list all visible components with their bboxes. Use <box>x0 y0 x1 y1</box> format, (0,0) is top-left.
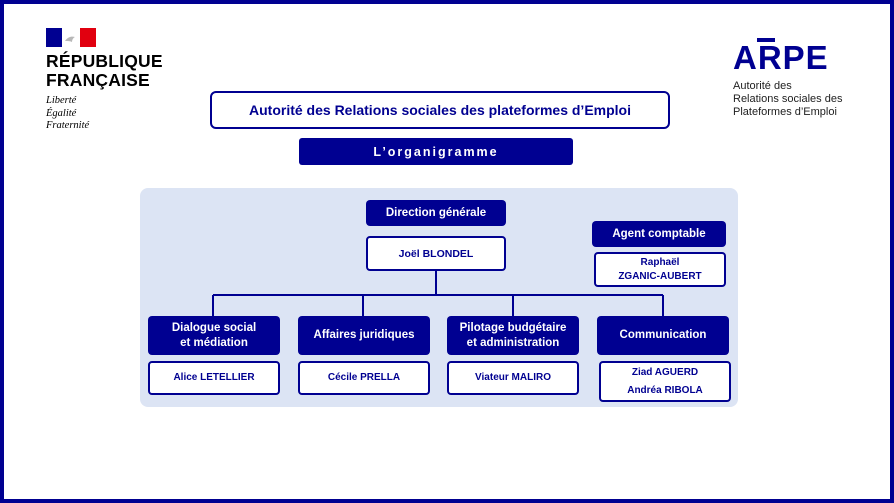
direction-generale-box: Direction générale <box>366 200 506 226</box>
arpe-subtitle-line-3: Plateformes d’Emploi <box>733 106 837 118</box>
arpe-subtitle-line-1: Autorité des <box>733 80 792 92</box>
republic-motto: Liberté Égalité Fraternité <box>46 95 89 133</box>
french-flag-icon <box>46 28 96 47</box>
dept-pilotage-budgetaire-box: Pilotage budgétaire et administration <box>447 316 579 355</box>
dept-3-label-line-2: et administration <box>466 336 560 349</box>
arpe-subtitle: Autorité des Relations sociales des Plat… <box>733 80 842 119</box>
rf-line-2: FRANÇAISE <box>46 70 150 90</box>
agent-person-line-1: Raphaël <box>640 256 680 268</box>
agent-comptable-box: Agent comptable <box>592 221 726 247</box>
dept-dialogue-social-box: Dialogue social et médiation <box>148 316 280 355</box>
motto-fraternite: Fraternité <box>46 120 90 131</box>
dept-4-person-2: Andréa RIBOLA <box>627 384 703 396</box>
dept-1-label-line-2: et médiation <box>180 336 248 349</box>
dept-2-person-box: Cécile PRELLA <box>298 361 430 395</box>
dept-4-person-box: Ziad AGUERD Andréa RIBOLA <box>599 361 731 402</box>
dept-2-person: Cécile PRELLA <box>327 372 401 383</box>
agent-comptable-person-box: Raphaël ZGANIC-AUBERT <box>594 252 726 287</box>
rf-line-1: RÉPUBLIQUE <box>46 51 163 71</box>
direction-person-box: Joël BLONDEL <box>366 236 506 271</box>
arpe-subtitle-line-2: Relations sociales des <box>733 93 843 105</box>
arpe-logo: ARPE Autorité des Relations sociales des… <box>733 38 863 130</box>
motto-egalite: Égalité <box>46 107 77 119</box>
motto-liberte: Liberté <box>46 95 77 106</box>
republique-francaise-logo: RÉPUBLIQUE FRANÇAISE Liberté Égalité Fra… <box>46 28 176 138</box>
arpe-wordmark: ARPE <box>733 39 829 76</box>
organigramme-heading: L’organigramme <box>299 138 573 165</box>
dept-3-person: Viateur MALIRO <box>475 372 551 383</box>
direction-person-name: Joël BLONDEL <box>398 247 474 260</box>
agent-person-line-2: ZGANIC-AUBERT <box>618 270 702 282</box>
arpe-logo-bar <box>757 38 775 42</box>
dept-affaires-juridiques-box: Affaires juridiques <box>298 316 430 355</box>
dept-1-label-line-1: Dialogue social <box>171 321 257 334</box>
dept-3-person-box: Viateur MALIRO <box>447 361 579 395</box>
republique-francaise-title: RÉPUBLIQUE FRANÇAISE <box>46 52 163 90</box>
dept-4-label: Communication <box>619 329 707 341</box>
dept-2-label: Affaires juridiques <box>313 329 415 341</box>
dept-1-person: Alice LETELLIER <box>173 372 255 383</box>
dept-3-label-line-1: Pilotage budgétaire <box>459 321 567 334</box>
dept-4-person-1: Ziad AGUERD <box>631 366 699 378</box>
page-title: Autorité des Relations sociales des plat… <box>210 91 670 129</box>
dept-communication-box: Communication <box>597 316 729 355</box>
dept-1-person-box: Alice LETELLIER <box>148 361 280 395</box>
